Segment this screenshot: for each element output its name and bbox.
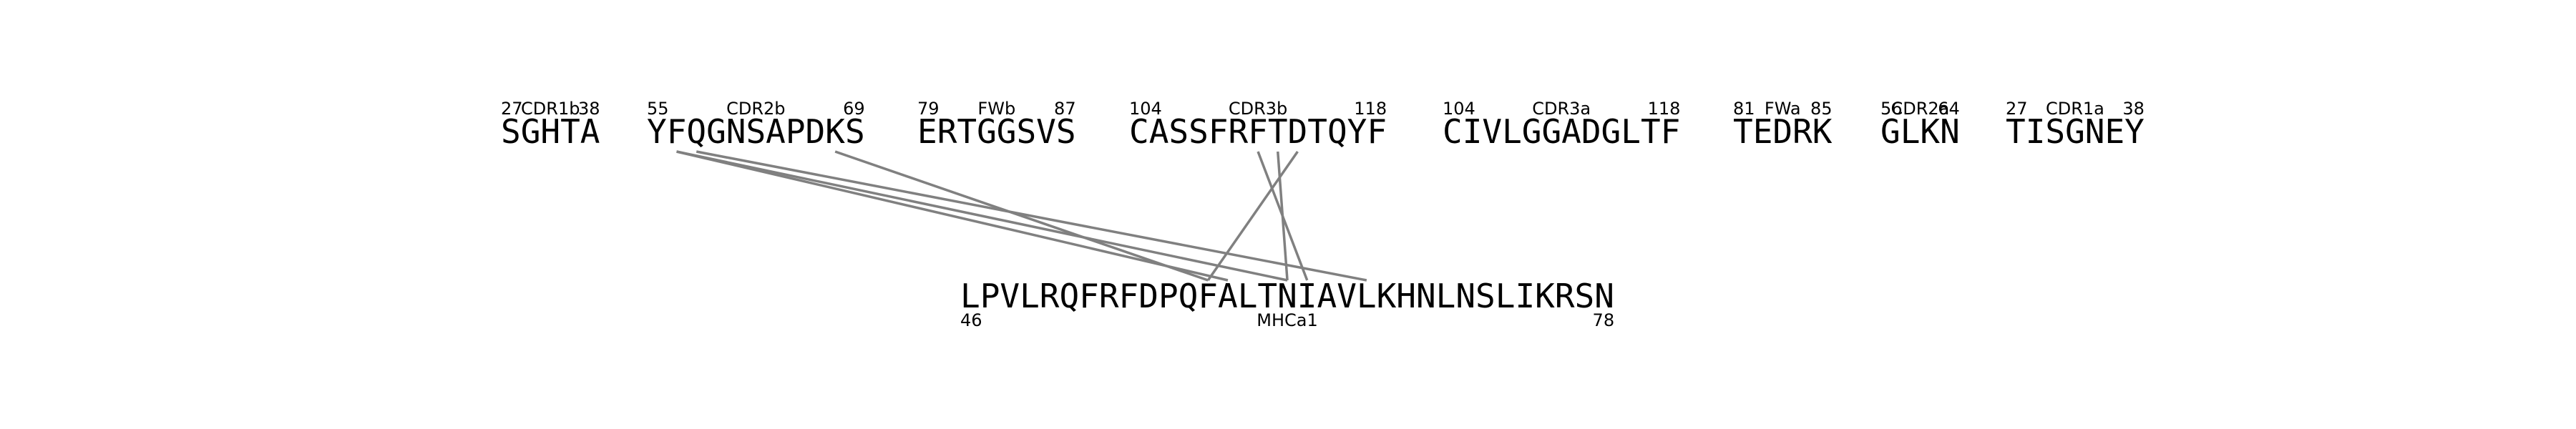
sequence-cdr2b: YFQGNSAPDKS xyxy=(647,112,865,151)
start-position-cdr3b: 104 xyxy=(1129,99,1162,119)
sequence-mhca1: LPVLRQFRFDPQFALTNIAVLKHNLNSLIKRSN xyxy=(960,277,1614,315)
end-position-cdr2b: 69 xyxy=(843,99,865,119)
sequence-fwa: TEDRK xyxy=(1733,112,1833,151)
end-position-cdr1b: 38 xyxy=(578,99,600,119)
sequence-cdr3b: CASSFRFTDTQYF xyxy=(1129,112,1387,151)
start-position-cdr3a: 104 xyxy=(1443,99,1475,119)
contact-line-cdr2b-9-to-12 xyxy=(834,150,1209,282)
start-position-fwb: 79 xyxy=(917,99,940,119)
end-position-cdr1a: 38 xyxy=(2122,99,2145,119)
region-label-cdr1b: CDR1b xyxy=(521,99,580,119)
end-position-cdr3b: 118 xyxy=(1354,99,1387,119)
start-position-mhca1: 46 xyxy=(960,310,982,330)
contact-links xyxy=(676,150,1367,282)
region-label-cdr1a: CDR1a xyxy=(2046,99,2104,119)
region-label-fwb: FWb xyxy=(977,99,1015,119)
sequence-cdr3a: CIVLGGADGLTF xyxy=(1443,112,1680,151)
contact-line-cdr2b-2-to-20 xyxy=(696,150,1367,282)
region-label-cdr3a: CDR3a xyxy=(1532,99,1591,119)
region-label-cdr2b: CDR2b xyxy=(726,99,785,119)
contact-line-cdr3b-8-to-12 xyxy=(1206,151,1299,281)
start-position-cdr2a: 56 xyxy=(1880,99,1903,119)
end-position-fwa: 85 xyxy=(1810,99,1833,119)
start-position-fwa: 81 xyxy=(1733,99,1755,119)
contact-line-cdr2b-1-to-13 xyxy=(676,150,1229,282)
contact-line-cdr3b-7-to-16 xyxy=(1277,151,1289,281)
end-position-fwb: 87 xyxy=(1054,99,1076,119)
start-position-cdr1b: 27 xyxy=(501,99,523,119)
contact-line-cdr2b-1-to-16 xyxy=(676,150,1288,282)
sequence-cdr1b: SGHTA xyxy=(501,112,600,151)
end-position-cdr2a: 64 xyxy=(1938,99,1960,119)
end-position-mhca1: 78 xyxy=(1593,310,1615,330)
end-position-cdr3a: 118 xyxy=(1648,99,1681,119)
start-position-cdr2b: 55 xyxy=(647,99,669,119)
region-label-mhca1: MHCa1 xyxy=(1257,310,1318,330)
start-position-cdr1a: 27 xyxy=(2006,99,2028,119)
sequence-fwb: ERTGGSVS xyxy=(917,112,1076,151)
region-label-fwa: FWa xyxy=(1765,99,1801,119)
sequence-cdr1a: TISGNEY xyxy=(2006,112,2145,151)
region-label-cdr3b: CDR3b xyxy=(1229,99,1287,119)
sequence-cdr2a: GLKN xyxy=(1880,112,1960,151)
region-label-cdr2a: CDR2a xyxy=(1890,99,1949,119)
